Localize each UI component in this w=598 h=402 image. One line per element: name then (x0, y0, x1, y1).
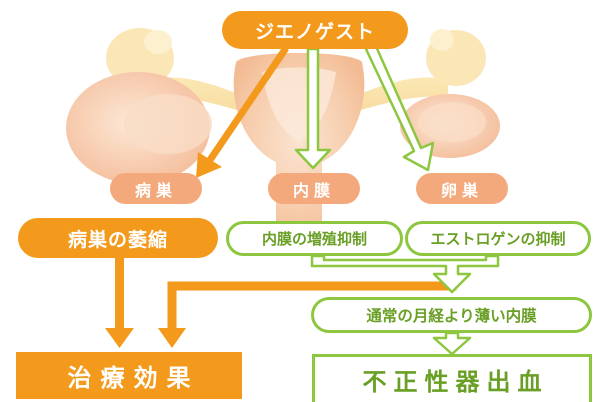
thin-endometrium-box: 通常の月経より薄い内膜 (311, 297, 592, 333)
lesion-shrinkage-box: 病巣の萎縮 (18, 218, 218, 258)
organ-label-lesion: 病巣 (110, 173, 202, 204)
abnormal-bleeding-box: 不正性器出血 (312, 354, 592, 402)
organ-label-endometrium: 内膜 (268, 173, 360, 204)
estrogen-suppression-box: エストロゲンの抑制 (405, 221, 591, 256)
treatment-effect-box: 治療効果 (16, 352, 242, 399)
drug-to-endometrium-arrow (294, 47, 332, 170)
drug-to-lesion-arrow (196, 46, 289, 178)
thin-to-bleeding-arrow (432, 331, 472, 356)
shrinkage-to-effect-arrow (105, 258, 134, 348)
endometrium-suppression-box: 内膜の増殖抑制 (226, 221, 403, 256)
drug-to-ovary-arrow (364, 42, 435, 172)
suppression-merge-connector (310, 254, 500, 294)
drug-label: ジエノゲスト (222, 11, 408, 49)
organ-label-ovary: 卵巣 (416, 173, 508, 204)
